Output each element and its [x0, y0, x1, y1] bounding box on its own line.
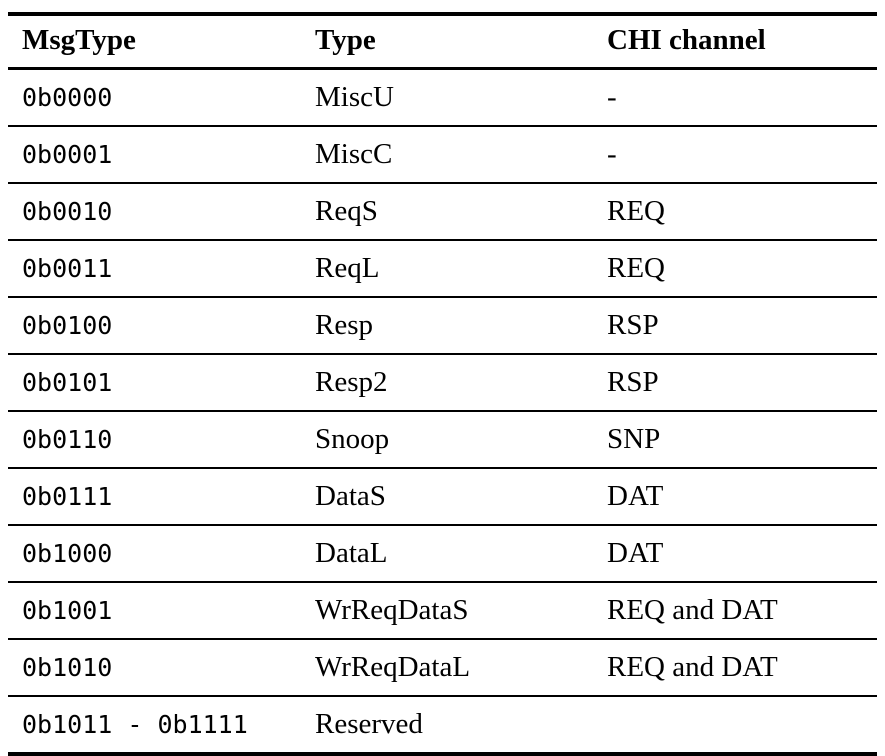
table-row: 0b0000 MiscU -: [8, 69, 877, 127]
cell-type: Resp: [300, 297, 590, 354]
cell-chi-channel: DAT: [590, 468, 877, 525]
cell-msgtype: 0b0111: [8, 468, 300, 525]
cell-type: WrReqDataS: [300, 582, 590, 639]
header-row: MsgType Type CHI channel: [8, 14, 877, 69]
cell-chi-channel: REQ and DAT: [590, 582, 877, 639]
cell-type: ReqL: [300, 240, 590, 297]
msgtype-encoding-table: MsgType Type CHI channel 0b0000 MiscU - …: [8, 0, 877, 756]
cell-type: WrReqDataL: [300, 639, 590, 696]
cell-msgtype: 0b0100: [8, 297, 300, 354]
cell-chi-channel: DAT: [590, 525, 877, 582]
table-top-rule: [8, 0, 877, 14]
cell-msgtype: 0b0001: [8, 126, 300, 183]
cell-type: MiscU: [300, 69, 590, 127]
cell-type: Snoop: [300, 411, 590, 468]
column-header-type: Type: [300, 14, 590, 69]
cell-chi-channel: RSP: [590, 297, 877, 354]
table-row: 0b0001 MiscC -: [8, 126, 877, 183]
table-row: 0b0110 Snoop SNP: [8, 411, 877, 468]
cell-chi-channel: REQ: [590, 240, 877, 297]
cell-msgtype: 0b0010: [8, 183, 300, 240]
table-row: 0b1001 WrReqDataS REQ and DAT: [8, 582, 877, 639]
cell-type: DataS: [300, 468, 590, 525]
cell-type: MiscC: [300, 126, 590, 183]
cell-type: ReqS: [300, 183, 590, 240]
table-row: 0b0010 ReqS REQ: [8, 183, 877, 240]
table-row: 0b1011 - 0b1111 Reserved: [8, 696, 877, 754]
cell-msgtype: 0b0101: [8, 354, 300, 411]
cell-msgtype: 0b1010: [8, 639, 300, 696]
table-row: 0b0100 Resp RSP: [8, 297, 877, 354]
cell-chi-channel: -: [590, 69, 877, 127]
column-header-chi-channel: CHI channel: [590, 14, 877, 69]
cell-type: Reserved: [300, 696, 590, 754]
table-body: 0b0000 MiscU - 0b0001 MiscC - 0b0010 Req…: [8, 69, 877, 756]
cell-msgtype: 0b0000: [8, 69, 300, 127]
top-rule: [8, 0, 877, 14]
table-header: MsgType Type CHI channel: [8, 0, 877, 69]
cell-msgtype: 0b1011 - 0b1111: [8, 696, 300, 754]
cell-chi-channel: RSP: [590, 354, 877, 411]
cell-msgtype: 0b0011: [8, 240, 300, 297]
table-row: 0b1000 DataL DAT: [8, 525, 877, 582]
table-row: 0b1010 WrReqDataL REQ and DAT: [8, 639, 877, 696]
cell-chi-channel: -: [590, 126, 877, 183]
cell-msgtype: 0b1001: [8, 582, 300, 639]
cell-chi-channel: [590, 696, 877, 754]
table-row: 0b0111 DataS DAT: [8, 468, 877, 525]
table-row: 0b0101 Resp2 RSP: [8, 354, 877, 411]
cell-chi-channel: SNP: [590, 411, 877, 468]
cell-type: Resp2: [300, 354, 590, 411]
cell-type: DataL: [300, 525, 590, 582]
cell-chi-channel: REQ and DAT: [590, 639, 877, 696]
cell-chi-channel: REQ: [590, 183, 877, 240]
table-container: MsgType Type CHI channel 0b0000 MiscU - …: [0, 0, 885, 738]
cell-msgtype: 0b1000: [8, 525, 300, 582]
cell-msgtype: 0b0110: [8, 411, 300, 468]
table-row: 0b0011 ReqL REQ: [8, 240, 877, 297]
column-header-msgtype: MsgType: [8, 14, 300, 69]
